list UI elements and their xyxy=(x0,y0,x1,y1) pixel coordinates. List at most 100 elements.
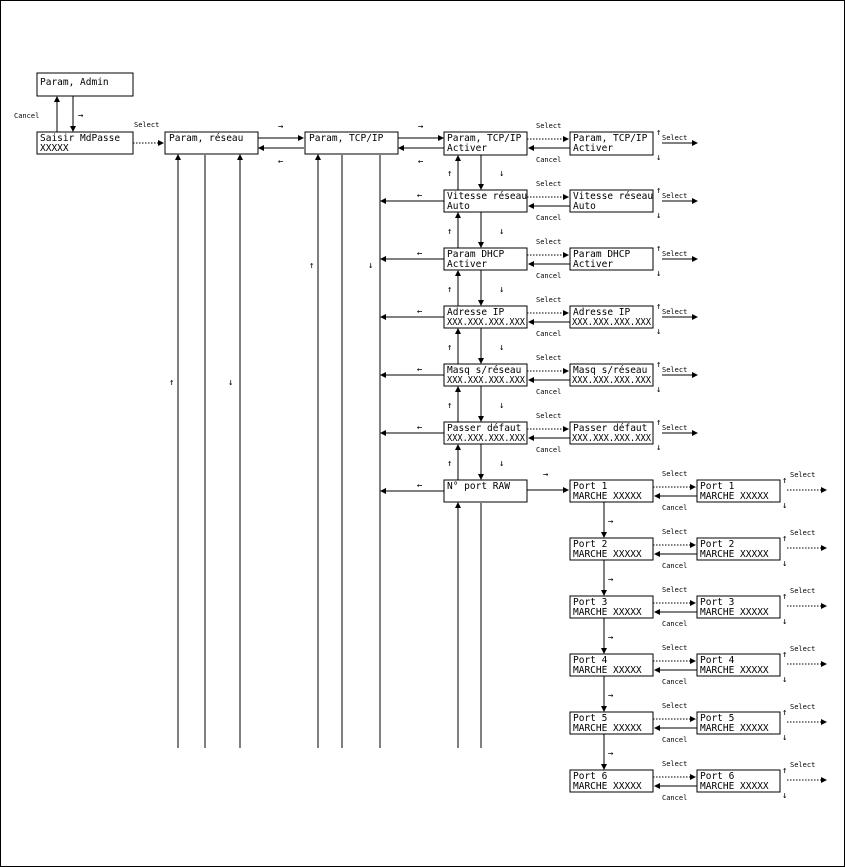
box-speed: Vitesse réseau Auto xyxy=(443,189,528,213)
svg-text:←: ← xyxy=(417,307,423,317)
svg-text:Port 4: Port 4 xyxy=(700,655,735,666)
svg-text:↑: ↑ xyxy=(782,766,787,776)
box-tcpip-line1: Param, TCP/IP xyxy=(309,133,384,144)
svg-text:Port 3: Port 3 xyxy=(573,597,607,608)
down-arrow-glyph: ↓ xyxy=(368,261,373,271)
svg-text:↓: ↓ xyxy=(782,791,787,801)
port-select-cancel-labels: Select Cancel Select Cancel Select Cance… xyxy=(662,470,687,802)
up-arrow-glyph: ↑ xyxy=(169,378,174,388)
box-port-2: Port 2 MARCHE XXXXX xyxy=(569,537,654,561)
box-network: Param, réseau xyxy=(164,131,259,155)
svg-text:↓: ↓ xyxy=(782,501,787,511)
box-tcpip-enable-line2: Activer xyxy=(447,143,487,154)
svg-text:Cancel: Cancel xyxy=(662,678,687,686)
svg-text:MARCHE XXXXX: MARCHE XXXXX xyxy=(700,781,769,792)
box-port-4: Port 4 MARCHE XXXXX xyxy=(569,653,654,677)
box-port-1: Port 1 MARCHE XXXXX xyxy=(569,479,654,503)
svg-text:Cancel: Cancel xyxy=(536,156,561,164)
box-port-6: Port 6 MARCHE XXXXX xyxy=(569,769,654,793)
svg-text:←: ← xyxy=(417,249,423,259)
svg-text:Cancel: Cancel xyxy=(662,620,687,628)
svg-text:Select: Select xyxy=(662,702,687,710)
right-arrow-glyph: → xyxy=(543,470,549,480)
box-dhcp-edit-line2: Activer xyxy=(573,259,613,270)
cancel-label: Cancel xyxy=(14,112,39,120)
settings-vertical-glyphs: ↑ ↓ ↑ ↓ ↑ ↓ ↑ ↓ ↑ ↓ ↑ ↓ xyxy=(447,169,504,469)
box-ip: Adresse IP XXX.XXX.XXX.XXX xyxy=(443,305,528,329)
right-arrow-glyph: → xyxy=(418,122,424,132)
box-raw-port: N° port RAW xyxy=(443,479,528,503)
svg-text:↑: ↑ xyxy=(656,186,661,196)
port-edit-exit-arrows xyxy=(787,487,827,783)
svg-text:Select: Select xyxy=(790,645,815,653)
port-select-cancel-links xyxy=(653,484,697,789)
box-raw-port-line1: N° port RAW xyxy=(447,481,510,492)
svg-text:↑: ↑ xyxy=(782,708,787,718)
svg-text:Select: Select xyxy=(790,761,815,769)
svg-text:↓: ↓ xyxy=(782,559,787,569)
box-port-3-edit: Port 3 MARCHE XXXXX xyxy=(696,595,781,619)
box-password-line1: Saisir MdPasse xyxy=(40,133,120,144)
svg-text:MARCHE XXXXX: MARCHE XXXXX xyxy=(700,665,769,676)
svg-text:Port 2: Port 2 xyxy=(573,539,607,550)
port-list-vertical-links: → → → → → xyxy=(601,502,614,770)
svg-text:Select: Select xyxy=(790,529,815,537)
svg-text:↑: ↑ xyxy=(782,650,787,660)
right-arrow-glyph: → xyxy=(78,111,84,121)
svg-text:↓: ↓ xyxy=(499,343,504,353)
svg-text:↑: ↑ xyxy=(447,459,452,469)
box-gateway-edit-line1: Passer défaut xyxy=(573,423,647,434)
box-ip-edit: Adresse IP XXX.XXX.XXX.XXX xyxy=(569,305,654,329)
svg-text:Port 3: Port 3 xyxy=(700,597,734,608)
svg-text:Select: Select xyxy=(536,296,561,304)
box-dhcp: Param DHCP Activer xyxy=(443,247,528,271)
box-speed-line1: Vitesse réseau xyxy=(447,191,527,202)
select-label: Select xyxy=(134,121,159,129)
svg-text:Cancel: Cancel xyxy=(662,562,687,570)
svg-text:Cancel: Cancel xyxy=(536,446,561,454)
port-edit-exit-labels: ↑ Select ↓ ↑ Select ↓ ↑ Select ↓ ↑ Selec… xyxy=(782,471,815,801)
svg-text:↑: ↑ xyxy=(656,302,661,312)
svg-text:MARCHE XXXXX: MARCHE XXXXX xyxy=(700,549,769,560)
svg-text:←: ← xyxy=(417,191,423,201)
svg-text:Select: Select xyxy=(662,760,687,768)
box-speed-edit: Vitesse réseau Auto xyxy=(569,189,654,213)
svg-text:MARCHE XXXXX: MARCHE XXXXX xyxy=(573,781,642,792)
svg-text:↓: ↓ xyxy=(499,459,504,469)
settings-select-cancel-labels: Select Cancel Select Cancel Select Cance… xyxy=(536,122,561,454)
svg-text:↑: ↑ xyxy=(782,592,787,602)
svg-text:←: ← xyxy=(417,481,423,491)
box-password: Saisir MdPasse XXXXX xyxy=(36,131,134,155)
svg-text:↓: ↓ xyxy=(656,269,661,279)
box-port-4-edit: Port 4 MARCHE XXXXX xyxy=(696,653,781,677)
box-password-line2: XXXXX xyxy=(40,143,69,154)
edit-exit-arrows xyxy=(662,140,698,436)
box-tcpip: Param, TCP/IP xyxy=(304,131,399,155)
box-mask: Masq s/réseau XXX.XXX.XXX.XXX xyxy=(443,363,528,387)
left-arrow-glyph: ← xyxy=(418,157,424,167)
box-tcpip-enable: Param, TCP/IP Activer xyxy=(443,131,528,156)
svg-text:Select: Select xyxy=(790,471,815,479)
svg-text:↑: ↑ xyxy=(447,169,452,179)
box-dhcp-line2: Activer xyxy=(447,259,487,270)
svg-text:↑: ↑ xyxy=(447,285,452,295)
svg-text:↓: ↓ xyxy=(782,675,787,685)
svg-text:MARCHE XXXXX: MARCHE XXXXX xyxy=(700,723,769,734)
box-dhcp-edit-line1: Param DHCP xyxy=(573,249,630,260)
svg-text:Port 1: Port 1 xyxy=(700,481,735,492)
svg-text:Select: Select xyxy=(662,308,687,316)
svg-text:Select: Select xyxy=(536,412,561,420)
left-arrow-glyph: ← xyxy=(278,157,284,167)
box-tcpip-enable-line1: Param, TCP/IP xyxy=(447,133,522,144)
svg-text:MARCHE XXXXX: MARCHE XXXXX xyxy=(573,491,642,502)
svg-text:↓: ↓ xyxy=(499,169,504,179)
svg-text:Cancel: Cancel xyxy=(536,214,561,222)
svg-text:Select: Select xyxy=(662,366,687,374)
svg-text:↑: ↑ xyxy=(782,534,787,544)
box-ip-line2: XXX.XXX.XXX.XXX xyxy=(447,317,525,328)
svg-text:↑: ↑ xyxy=(656,418,661,428)
svg-text:MARCHE XXXXX: MARCHE XXXXX xyxy=(700,607,769,618)
svg-text:Cancel: Cancel xyxy=(536,388,561,396)
svg-text:Port 5: Port 5 xyxy=(573,713,607,724)
box-mask-edit-line2: XXX.XXX.XXX.XXX xyxy=(572,375,651,386)
